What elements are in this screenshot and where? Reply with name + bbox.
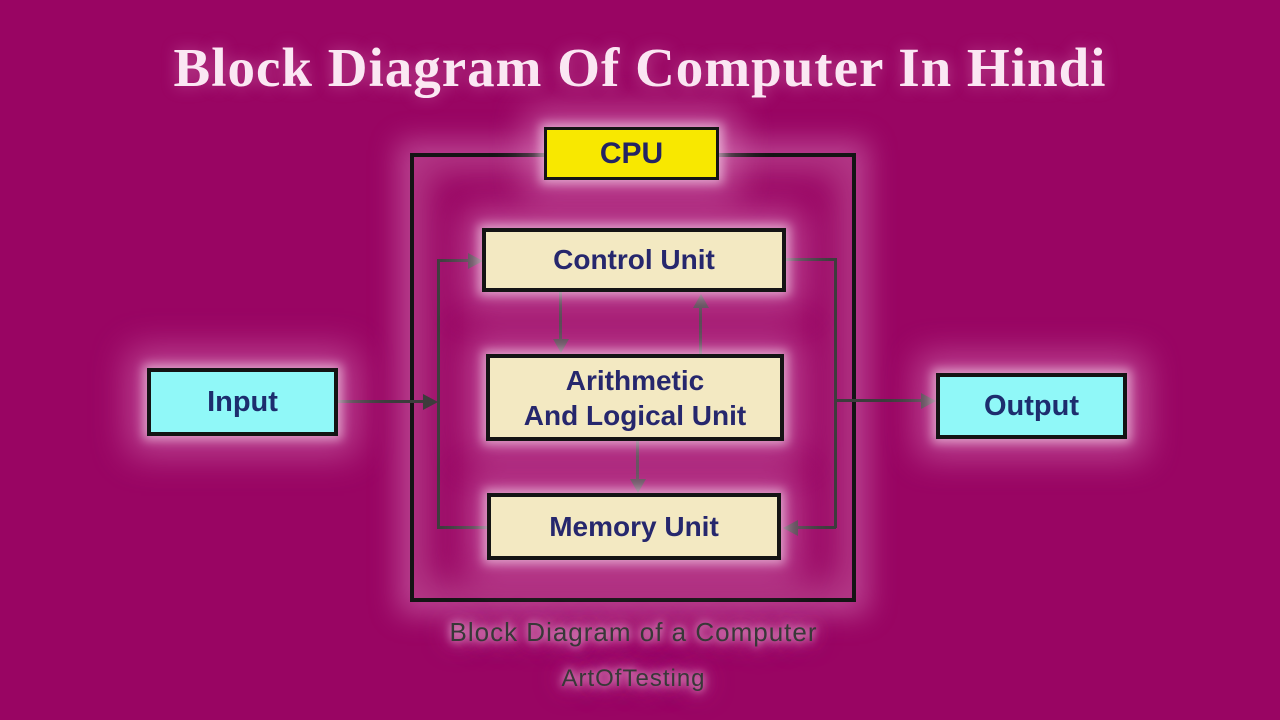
input-to-cpu-line [338, 400, 426, 403]
cpu-to-output-line [836, 399, 923, 402]
alu-to-control-line [699, 303, 702, 355]
memory-unit-label: Memory Unit [549, 510, 719, 542]
control-unit-in-arrowhead-icon [468, 253, 483, 269]
control-unit-label: Control Unit [553, 244, 715, 275]
input-block: Input [147, 368, 338, 436]
output-arrowhead-icon [921, 393, 936, 409]
control-to-alu-line [559, 292, 562, 341]
memory-in-arrowhead-icon [783, 520, 798, 536]
cpu-block: CPU [544, 127, 719, 180]
page-title: Block Diagram Of Computer In Hindi [173, 37, 1107, 98]
output-label: Output [983, 389, 1079, 422]
right-internal-bus-line [834, 258, 837, 528]
bus-to-memory-unit-line [439, 526, 489, 529]
left-internal-bus-line [437, 259, 440, 529]
memory-unit-block: Memory Unit [487, 493, 781, 560]
input-arrowhead-icon [423, 394, 438, 410]
diagram-caption: Block Diagram of a Computer [449, 617, 818, 647]
arithmetic-logical-unit-block: Arithmetic And Logical Unit [486, 354, 784, 441]
control-to-alu-arrowhead-icon [553, 339, 569, 353]
input-label: Input [207, 385, 278, 418]
bus-to-control-unit-line [439, 259, 471, 262]
output-block: Output [936, 373, 1127, 439]
alu-to-memory-line [636, 441, 639, 481]
alu-to-memory-arrowhead-icon [630, 479, 646, 493]
alu-label-line1: Arithmetic [565, 364, 705, 396]
control-unit-block: Control Unit [482, 228, 786, 292]
alu-to-control-arrowhead-icon [693, 294, 709, 308]
right-bus-to-memory-line [796, 526, 836, 529]
cpu-label: CPU [599, 136, 664, 170]
alu-label-line2: And Logical Unit [523, 399, 747, 431]
control-to-right-bus-line [786, 258, 836, 261]
watermark-text: ArtOfTesting [561, 665, 706, 692]
